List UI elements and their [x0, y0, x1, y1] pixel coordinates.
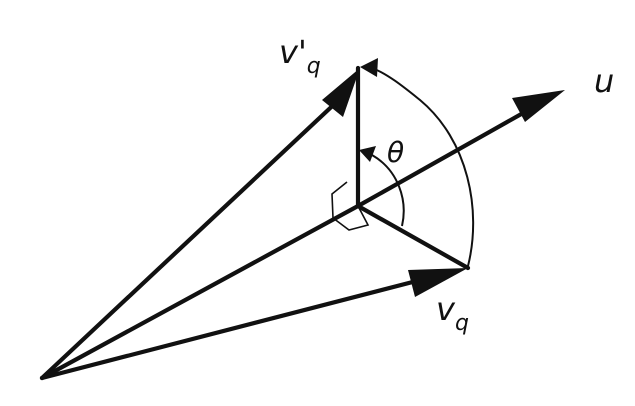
u-axis-arrowhead [512, 90, 565, 122]
u-label: u [594, 62, 614, 100]
projection-line [39, 203, 361, 381]
rotation-arc [371, 67, 475, 267]
v-perpendicular [355, 203, 471, 271]
u-axis [355, 105, 535, 209]
theta-arc [371, 154, 405, 227]
v-prime-q-arrowhead [322, 68, 360, 117]
theta-label: θ [387, 136, 404, 169]
v-q-arrowhead [408, 268, 468, 297]
rotation-arc-arrowhead [360, 58, 378, 77]
v-prime-q-label: v'q [279, 33, 321, 79]
v-prime-q-vector [39, 93, 346, 381]
v-q-vector [39, 274, 435, 381]
theta-arc-arrowhead [359, 146, 376, 162]
v-q-label: vq [436, 290, 469, 336]
right-angle-marker [331, 181, 370, 231]
